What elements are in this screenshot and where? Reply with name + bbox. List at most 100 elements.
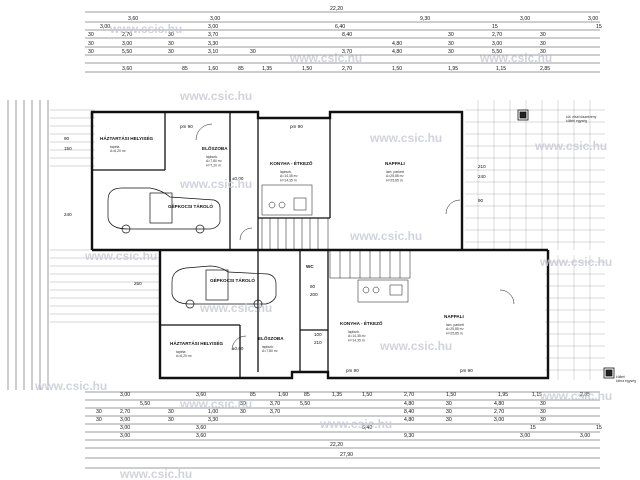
watermark-8: www.csic.hu xyxy=(349,229,422,243)
dim-top-r5-5: 30 xyxy=(448,41,454,47)
dim-top-row7: 3,60 85 1,60 85 1,35 1,50 2,70 1,50 1,95… xyxy=(122,66,550,72)
room-garage-bottom-name: GÉPKOCSI TÁROLÓ xyxy=(210,276,255,283)
win-200: 200 xyxy=(310,292,318,297)
dim-top-r4-3: 3,70 xyxy=(208,32,218,38)
kitchen-counter-top xyxy=(261,184,313,216)
watermark-6: www.csic.hu xyxy=(534,139,607,153)
car-icon-top xyxy=(107,187,221,234)
dim-bottom-total: 22,20 xyxy=(330,442,343,448)
dim-top-r7-10: 2,85 xyxy=(540,66,550,72)
room-living-top-name: NAPPALI xyxy=(385,161,405,166)
dim-bot-r1-5: 1,35 xyxy=(332,392,342,398)
dim-top-r4-1: 2,70 xyxy=(122,32,132,38)
dim-bot-r2-2: 3,70 xyxy=(270,401,280,407)
room-kitchen-top-name: KONYHA - ÉTKEZŐ xyxy=(270,159,313,166)
dim-top-r6-4: 30 xyxy=(250,49,256,55)
dim-top-r1-1: 3,00 xyxy=(210,16,220,22)
dim-bot-r4-5: 30 xyxy=(446,417,452,423)
watermark-5: www.csic.hu xyxy=(369,131,442,145)
room-garage-bottom: GÉPKOCSI TÁROLÓ xyxy=(210,276,255,283)
win-100: 100 xyxy=(314,332,322,337)
dim-bot-r2-0: 5,50 xyxy=(140,401,150,407)
door-swings xyxy=(195,123,515,351)
win-240: 240 xyxy=(478,174,486,179)
watermark-13: www.csic.hu xyxy=(34,379,107,393)
dim-top-r7-1: 85 xyxy=(182,66,188,72)
dim-bot-r3-6: 8,40 xyxy=(404,409,414,415)
dim-bot-r3-0: 30 xyxy=(96,409,102,415)
dim-bot-r5-4: 15 xyxy=(596,425,602,431)
dim-top-r7-9: 1,15 xyxy=(496,66,506,72)
dim-bot-r3-8: 2,70 xyxy=(494,409,504,415)
dim-top-r7-2: 1,60 xyxy=(208,66,218,72)
dim-top-r5-0: 30 xyxy=(88,41,94,47)
dim-top-r7-5: 1,50 xyxy=(302,66,312,72)
dim-bot-r1-8: 1,50 xyxy=(446,392,456,398)
dim-bot-r4-4: 4,80 xyxy=(404,417,414,423)
level-bottom: ±0,00 xyxy=(232,346,244,351)
dim-top-r6-7: 30 xyxy=(448,49,454,55)
pm-bottom: pm 90 xyxy=(346,368,359,373)
dim-bot-r3-9: 30 xyxy=(540,409,546,415)
dim-bot-r1-11: 2,85 xyxy=(580,392,590,398)
dim-top-total: 22,20 xyxy=(330,6,343,12)
room-entry-bottom: ELŐSZOBA lapburk.A=7,80 m² xyxy=(258,335,284,353)
room-living-bottom-name: NAPPALI xyxy=(444,314,464,319)
dim-top-r3-4: 15 xyxy=(596,24,602,30)
dim-top-r6-8: 5,50 xyxy=(492,49,502,55)
dim-bot-r1-1: 3,60 xyxy=(196,392,206,398)
dim-top-r6-3: 3,10 xyxy=(208,49,218,55)
watermark-14: www.csic.hu xyxy=(539,389,612,403)
win-210: 210 xyxy=(478,164,486,169)
watermark-7: www.csic.hu xyxy=(179,177,252,191)
dim-bot-r1-7: 2,70 xyxy=(404,392,414,398)
dim-top-row1: 3,60 3,00 9,30 3,00 3,00 xyxy=(128,16,598,22)
dim-bot-r2-1: 30 xyxy=(240,401,246,407)
dim-bot-r4-6: 3,00 xyxy=(494,417,504,423)
door-150: 150 xyxy=(64,146,72,151)
dim-top-row6: 30 5,50 30 3,10 30 3,70 4,80 30 5,50 30 xyxy=(88,49,546,55)
dim-top-r4-6: 2,70 xyxy=(492,32,502,38)
dim-bot-r5-2: 6,40 xyxy=(362,425,372,431)
dim-bot-r4-3: 3,30 xyxy=(208,417,218,423)
dim-top-r5-1: 3,00 xyxy=(122,41,132,47)
dim-top-r3-0: 3,00 xyxy=(100,24,110,30)
dim-bottom-row6: 3,00 3,60 9,30 3,00 3,00 xyxy=(120,433,590,439)
dim-top-r5-3: 3,30 xyxy=(208,41,218,47)
dim-top-r6-2: 30 xyxy=(168,49,174,55)
annotations: pm 90 pm 90 pm 90 pm 90 ±0,00 ±0,00 kül.… xyxy=(64,115,636,383)
staircase-bottom xyxy=(329,249,411,279)
building-walls xyxy=(90,110,550,380)
watermark-9: www.csic.hu xyxy=(84,249,157,263)
level-top: ±0,00 xyxy=(232,176,244,181)
dim-bot-r3-1: 2,70 xyxy=(120,409,130,415)
dim-bot-r3-2: 30 xyxy=(168,409,174,415)
dim-top-r4-7: 30 xyxy=(540,32,546,38)
room-storage-bottom-name: HÁZTARTÁSI HELYISÉG xyxy=(170,339,224,346)
dim-bot-r6-2: 9,30 xyxy=(404,433,414,439)
room-garage-top-name: GÉPKOCSI TÁROLÓ xyxy=(168,202,213,209)
watermark-17: www.csic.hu xyxy=(119,467,192,480)
kitchen-counter-bottom xyxy=(357,279,409,303)
dim-bot-r5-1: 3,60 xyxy=(196,425,206,431)
pm-top-left: pm 90 xyxy=(180,124,193,129)
dim-top-row3: 3,00 3,00 6,40 15 15 xyxy=(100,24,602,30)
dim-top-r6-1: 5,50 xyxy=(122,49,132,55)
dim-top-r1-4: 3,00 xyxy=(588,16,598,22)
dim-top-r6-6: 4,80 xyxy=(392,49,402,55)
dim-top-r7-0: 3,60 xyxy=(122,66,132,72)
dim-top-r4-5: 30 xyxy=(448,32,454,38)
right-terrace-tiles xyxy=(465,100,605,380)
dim-top-r3-2: 6,40 xyxy=(335,24,345,30)
